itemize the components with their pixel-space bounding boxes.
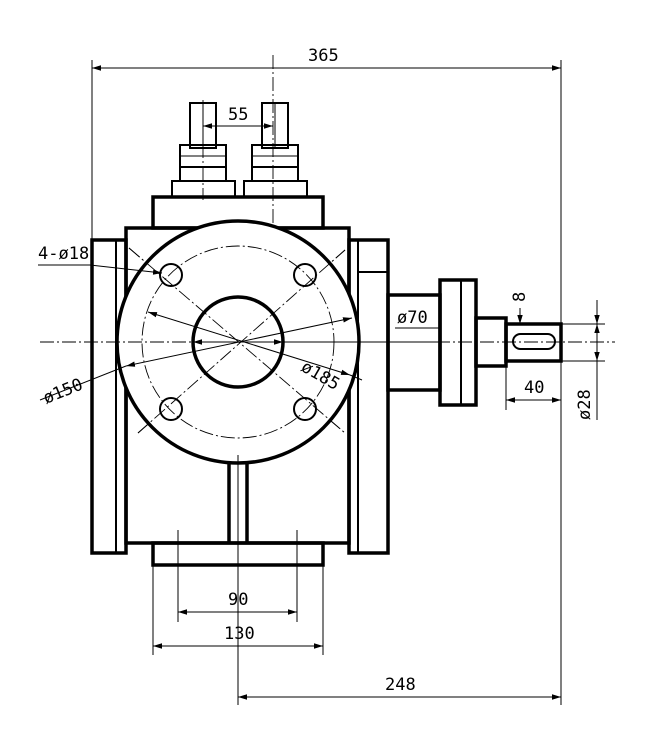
dim-shaft-key: 8 xyxy=(510,292,530,302)
dim-bolt-holes: 4-ø18 xyxy=(38,244,89,264)
dim-center-to-end: 248 xyxy=(385,675,416,695)
dim-base-inner: 90 xyxy=(228,590,248,610)
dim-pipe-spacing: 55 xyxy=(228,105,248,125)
dim-shaft-diameter: ø28 xyxy=(575,389,595,420)
dim-flange-diameter: ø150 xyxy=(40,375,85,409)
dim-base-outer: 130 xyxy=(224,624,255,644)
dimension-lines xyxy=(38,65,600,700)
extension-lines xyxy=(91,60,605,705)
dim-overall-width: 365 xyxy=(308,46,339,66)
dim-shaft-bore: ø70 xyxy=(397,308,428,328)
dim-key-length: 40 xyxy=(524,378,544,398)
